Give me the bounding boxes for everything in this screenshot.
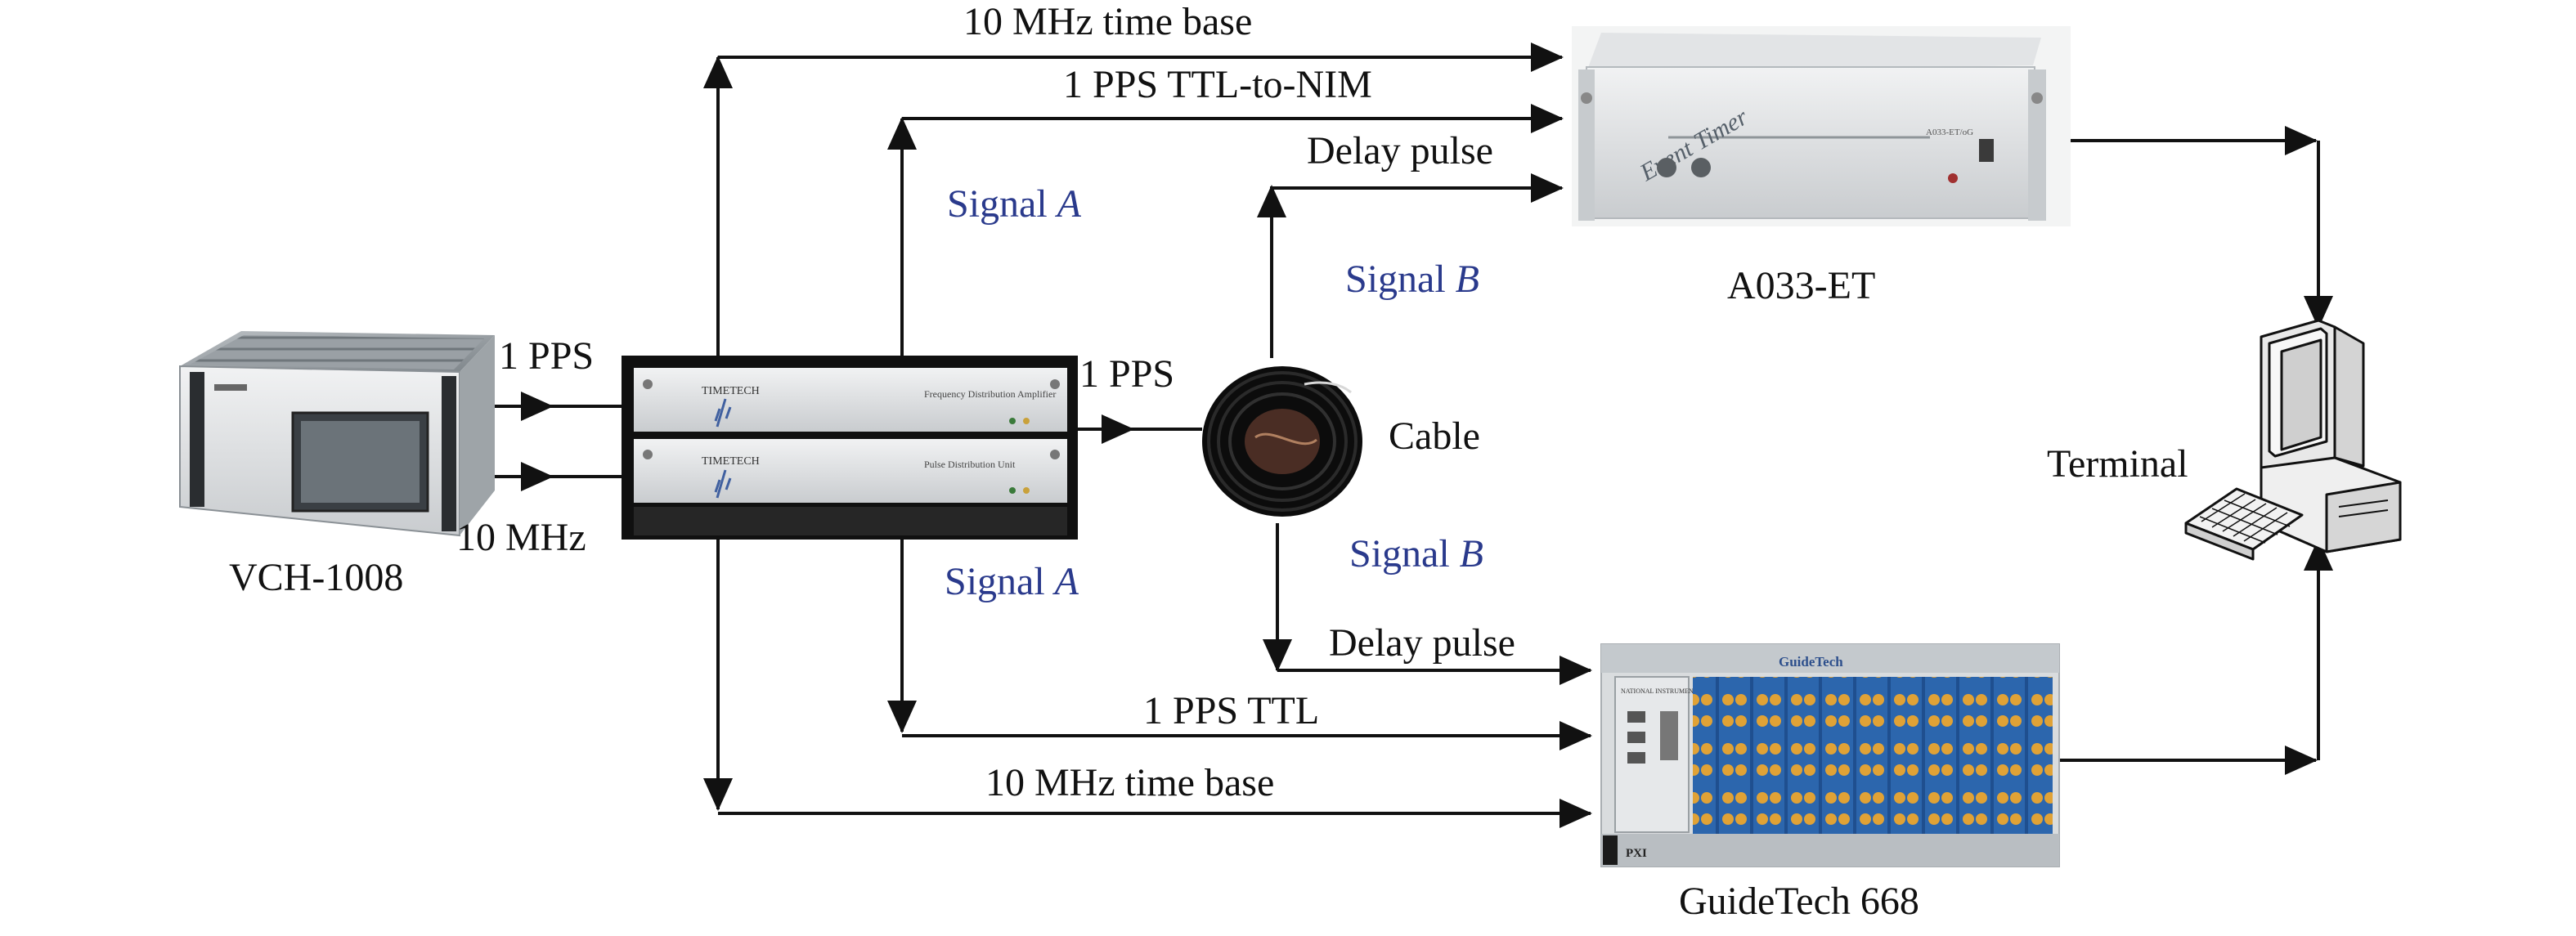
terminal-label: Terminal bbox=[2047, 442, 2188, 486]
signal-a-bottom-letter: A bbox=[1052, 560, 1079, 603]
cable-device: Cable bbox=[1202, 366, 1480, 517]
cable-label: Cable bbox=[1389, 414, 1480, 458]
signal-a-bottom-prefix: Signal bbox=[945, 560, 1055, 603]
delay-pulse-top-label: Delay pulse bbox=[1307, 129, 1493, 172]
ni-brand-text: NATIONAL INSTRUMENTS bbox=[1621, 687, 1701, 695]
a033-et-label: A033-ET bbox=[1727, 264, 1875, 307]
signal-a-top-prefix: Signal bbox=[947, 182, 1057, 226]
unit1-title: Frequency Distribution Amplifier bbox=[924, 388, 1056, 400]
signal-b-top-prefix: Signal bbox=[1345, 258, 1456, 301]
signal-a-top-label: Signal A bbox=[947, 182, 1082, 226]
unit1-brand: TIMETECH bbox=[702, 385, 760, 397]
vch-1008-label: VCH-1008 bbox=[229, 556, 403, 599]
event-timer-model-text: A033-ET/oG bbox=[1926, 128, 1973, 137]
event-timer-icon: Event Timer A033-ET/oG bbox=[1572, 26, 2071, 226]
bottom-time-base-label: 10 MHz time base bbox=[985, 761, 1274, 804]
signal-a-bottom-label: Signal A bbox=[945, 560, 1079, 603]
guidetech-668-label: GuideTech 668 bbox=[1679, 880, 1919, 923]
unit2-brand: TIMETECH bbox=[702, 455, 760, 468]
distribution-amplifier-icon: TIMETECH TIMETECH Frequency Distribution… bbox=[622, 356, 1078, 540]
signal-b-bottom-prefix: Signal bbox=[1349, 532, 1460, 575]
pps-to-cable-label: 1 PPS bbox=[1079, 352, 1174, 396]
pps-input-label: 1 PPS bbox=[499, 334, 594, 378]
guidetech-brand-text: GuideTech bbox=[1779, 654, 1843, 670]
distribution-unit-device: TIMETECH TIMETECH Frequency Distribution… bbox=[622, 356, 1078, 540]
signal-b-top-label: Signal B bbox=[1345, 258, 1479, 301]
atomic-clock-icon bbox=[179, 331, 495, 537]
signal-b-bottom-label: Signal B bbox=[1349, 532, 1483, 575]
pxi-text: PXI bbox=[1626, 847, 1647, 860]
delay-pulse-bottom-label: Delay pulse bbox=[1329, 621, 1515, 665]
ten-mhz-input-label: 10 MHz bbox=[456, 516, 586, 559]
pps-ttl-label: 1 PPS TTL bbox=[1143, 689, 1319, 732]
signal-b-bottom-letter: B bbox=[1460, 532, 1483, 575]
a033-et-device: Event Timer A033-ET/oG A033-ET bbox=[1572, 26, 2071, 307]
cable-coil-icon bbox=[1202, 366, 1362, 517]
vch-1008-device: VCH-1008 bbox=[179, 331, 495, 599]
signal-b-top-letter: B bbox=[1456, 258, 1479, 301]
top-time-base-label: 10 MHz time base bbox=[963, 0, 1252, 43]
signal-a-top-letter: A bbox=[1055, 182, 1082, 226]
pps-ttl-to-nim-label: 1 PPS TTL-to-NIM bbox=[1063, 63, 1372, 106]
connection-lines bbox=[460, 43, 2333, 828]
unit2-title: Pulse Distribution Unit bbox=[924, 459, 1016, 470]
computer-terminal-icon bbox=[2184, 319, 2402, 561]
terminal-device: Terminal bbox=[2047, 319, 2402, 561]
pxi-chassis-icon: GuideTech NATIONAL INSTRUMENTS PXI bbox=[1600, 643, 2060, 867]
guidetech-668-device: GuideTech NATIONAL INSTRUMENTS PXI Guide… bbox=[1600, 643, 2060, 923]
